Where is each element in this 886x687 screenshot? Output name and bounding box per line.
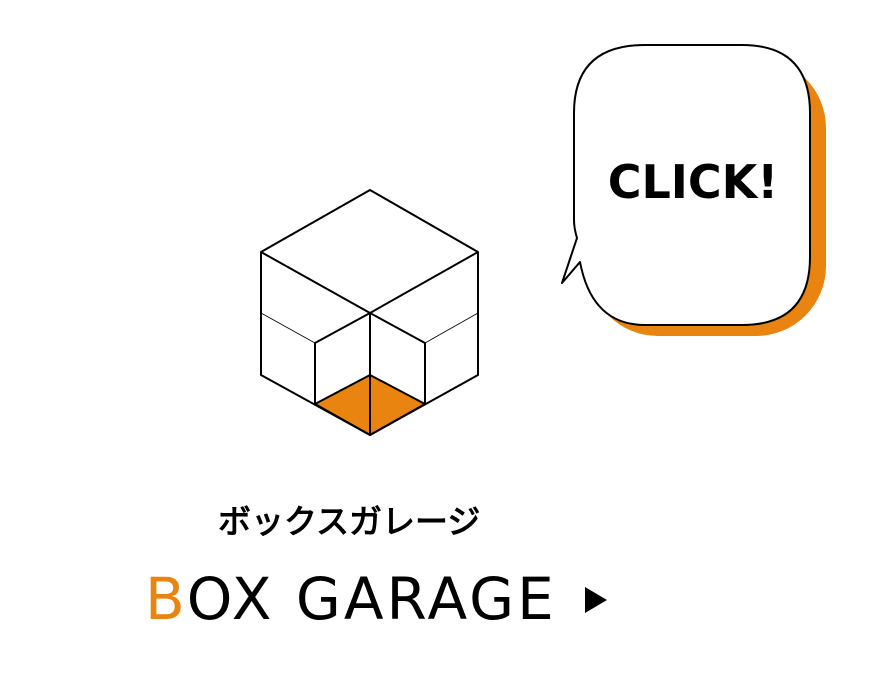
click-speech-bubble[interactable]	[555, 40, 845, 350]
click-label[interactable]: CLICK!	[607, 155, 779, 209]
brand-first-letter: B	[145, 565, 187, 633]
brand-rest: OX GARAGE	[186, 565, 557, 633]
bubble-outline	[561, 44, 811, 326]
brand-title: BOX GARAGE	[145, 562, 557, 636]
box-garage-link[interactable]: BOX GARAGE	[145, 562, 607, 636]
cube-logo-icon	[260, 189, 479, 436]
play-arrow-icon[interactable]	[584, 587, 607, 613]
japanese-subtitle: ボックスガレージ	[218, 502, 481, 541]
